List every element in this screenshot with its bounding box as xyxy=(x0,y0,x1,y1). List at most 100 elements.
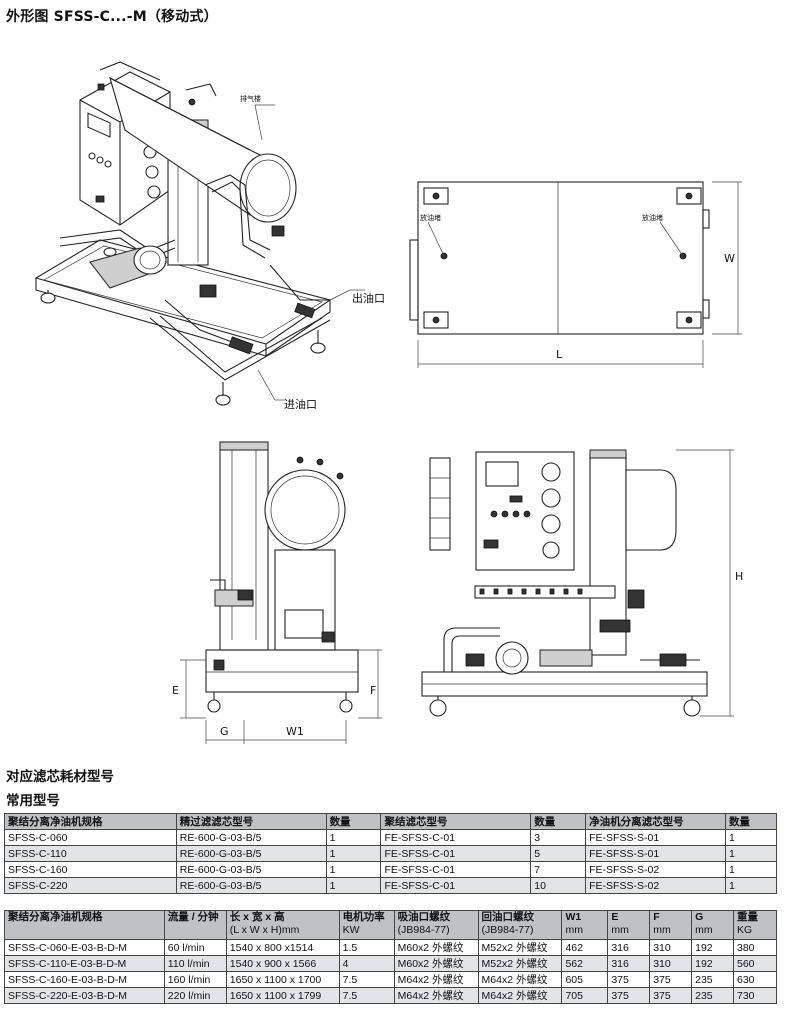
table-cell: M60x2 外螺纹 xyxy=(393,955,479,972)
table-cell: 235 xyxy=(691,971,734,988)
table-cell: 192 xyxy=(691,939,734,956)
table-cell: FE-SFSS-S-01 xyxy=(585,845,727,862)
drain-plug-left-label: 放油堵 xyxy=(420,213,441,222)
table-cell: M64x2 外螺纹 xyxy=(477,971,563,988)
front-view xyxy=(421,449,708,717)
table-cell: 562 xyxy=(561,955,609,972)
table-cell: 1650 x 1100 x 1700 xyxy=(225,971,340,988)
table-cell: 310 xyxy=(649,939,693,956)
table-cell: 1650 x 1100 x 1799 xyxy=(225,987,340,1004)
dim-E-label: E xyxy=(172,684,179,697)
column-header: 流量 / 分钟 xyxy=(163,910,227,940)
dim-H-label: H xyxy=(735,570,743,583)
table-cell: 7.5 xyxy=(338,987,395,1004)
table-cell: FE-SFSS-S-02 xyxy=(585,877,727,894)
table-cell: 730 xyxy=(733,987,777,1004)
table-cell: SFSS-C-060 xyxy=(4,829,177,846)
column-header: 精过滤滤芯型号 xyxy=(175,813,327,830)
table-cell: 316 xyxy=(607,955,651,972)
column-header: 聚结分离净油机规格 xyxy=(4,910,165,940)
table-cell: 1 xyxy=(325,877,382,894)
table-cell: FE-SFSS-S-01 xyxy=(585,829,727,846)
dim-W1-label: W1 xyxy=(286,725,304,738)
table-cell: M52x2 外螺纹 xyxy=(477,955,563,972)
column-header: 吸油口螺纹(JB984-77) xyxy=(393,910,479,940)
table-row: SFSS-C-110 RE-600-G-03-B/5 1 FE-SFSS-C-0… xyxy=(4,845,777,862)
top-view xyxy=(409,181,710,335)
table-cell: 380 xyxy=(733,939,777,956)
column-header: 聚结滤芯型号 xyxy=(380,813,532,830)
table-row: SFSS-C-060-E-03-B-D-M 60 l/min 1540 x 80… xyxy=(4,939,777,956)
table-cell: 375 xyxy=(649,971,693,988)
column-header: 聚结分离净油机规格 xyxy=(4,813,177,830)
page-title: 外形图 SFSS-C...-M（移动式） xyxy=(6,9,218,25)
table-cell: M64x2 外螺纹 xyxy=(393,971,479,988)
side-view xyxy=(205,441,359,713)
table-cell: 1 xyxy=(325,845,382,862)
table-cell: FE-SFSS-S-02 xyxy=(585,861,727,878)
filter-element-table: 聚结分离净油机规格 精过滤滤芯型号 数量 聚结滤芯型号 数量 净油机分离滤芯型号… xyxy=(4,813,777,894)
table-cell: SFSS-C-160 xyxy=(4,861,177,878)
table-cell: M64x2 外螺纹 xyxy=(477,987,563,1004)
table-cell: RE-600-G-03-B/5 xyxy=(175,861,327,878)
table-row: SFSS-C-060 RE-600-G-03-B/5 1 FE-SFSS-C-0… xyxy=(4,829,777,846)
table-cell: 462 xyxy=(561,939,609,956)
table-cell: 1 xyxy=(725,845,777,862)
table-cell: 4 xyxy=(338,955,395,972)
column-header: 数量 xyxy=(325,813,382,830)
table-cell: 3 xyxy=(530,829,587,846)
table-cell: 7.5 xyxy=(338,971,395,988)
table-cell: 192 xyxy=(691,955,734,972)
table-cell: SFSS-C-110-E-03-B-D-M xyxy=(4,955,165,972)
table-cell: 235 xyxy=(691,987,734,1004)
table-cell: 5 xyxy=(530,845,587,862)
table-cell: 1 xyxy=(325,861,382,878)
table-cell: FE-SFSS-C-01 xyxy=(380,845,532,862)
table-cell: 1 xyxy=(725,877,777,894)
technical-drawings: 排气楼 出油口 进油口 放油堵 放油堵 L W xyxy=(34,61,743,744)
table-cell: 1 xyxy=(725,861,777,878)
isometric-view xyxy=(34,61,332,406)
table-header-row: 聚结分离净油机规格 流量 / 分钟 长 x 宽 x 高(L x W x H)mm… xyxy=(4,910,777,940)
table-cell: RE-600-G-03-B/5 xyxy=(175,877,327,894)
column-header: 净油机分离滤芯型号 xyxy=(585,813,727,830)
table-cell: FE-SFSS-C-01 xyxy=(380,829,532,846)
table-cell: 316 xyxy=(607,939,651,956)
table-cell: 375 xyxy=(649,987,693,1004)
sub-heading: 常用型号 xyxy=(6,793,60,809)
table-cell: 1 xyxy=(325,829,382,846)
table-cell: 160 l/min xyxy=(163,971,227,988)
table-cell: SFSS-C-060-E-03-B-D-M xyxy=(4,939,165,956)
table-cell: M52x2 外螺纹 xyxy=(477,939,563,956)
section-heading: 对应滤芯耗材型号 xyxy=(6,769,114,785)
inlet-label: 进油口 xyxy=(284,397,317,411)
dim-F-label: F xyxy=(370,684,376,697)
column-header: 数量 xyxy=(530,813,587,830)
table-cell: RE-600-G-03-B/5 xyxy=(175,845,327,862)
outlet-label: 出油口 xyxy=(352,291,385,305)
table-cell: 220 l/min xyxy=(163,987,227,1004)
table-cell: 1 xyxy=(725,829,777,846)
table-cell: 60 l/min xyxy=(163,939,227,956)
table-row: SFSS-C-220-E-03-B-D-M 220 l/min 1650 x 1… xyxy=(4,987,777,1004)
table-cell: SFSS-C-220-E-03-B-D-M xyxy=(4,987,165,1004)
column-header: 回油口螺纹(JB984-77) xyxy=(477,910,563,940)
table-cell: 1.5 xyxy=(338,939,395,956)
table-cell: 375 xyxy=(607,987,651,1004)
table-cell: SFSS-C-110 xyxy=(4,845,177,862)
table-cell: 7 xyxy=(530,861,587,878)
dim-W-label: W xyxy=(724,252,735,265)
table-cell: FE-SFSS-C-01 xyxy=(380,861,532,878)
table-cell: 605 xyxy=(561,971,609,988)
dim-L-label: L xyxy=(556,348,563,361)
table-header-row: 聚结分离净油机规格 精过滤滤芯型号 数量 聚结滤芯型号 数量 净油机分离滤芯型号… xyxy=(4,813,777,830)
table-row: SFSS-C-160-E-03-B-D-M 160 l/min 1650 x 1… xyxy=(4,971,777,988)
table-cell: M60x2 外螺纹 xyxy=(393,939,479,956)
table-row: SFSS-C-220 RE-600-G-03-B/5 1 FE-SFSS-C-0… xyxy=(4,877,777,894)
table-cell: 1540 x 800 x1514 xyxy=(225,939,340,956)
